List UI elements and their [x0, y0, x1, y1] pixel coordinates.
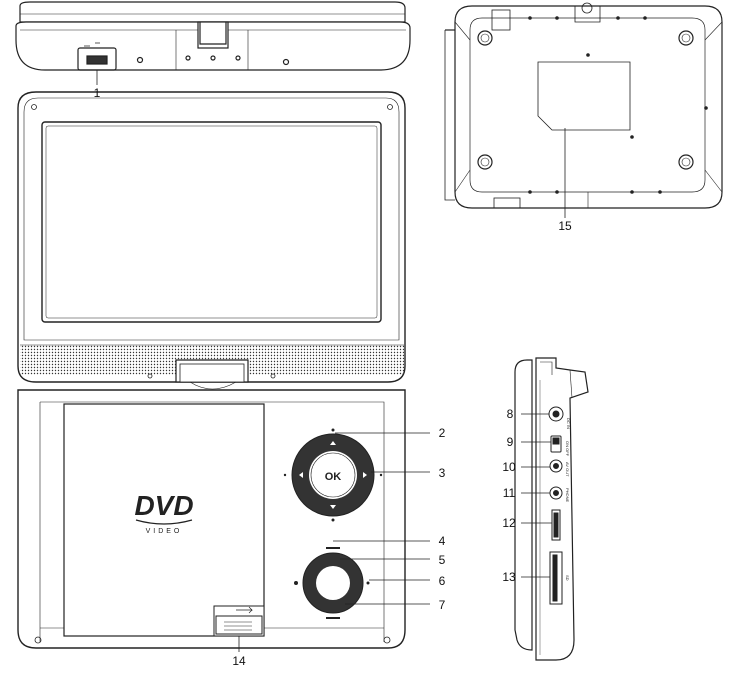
- callout-1: 1: [94, 86, 101, 100]
- back-view: [444, 2, 723, 209]
- skip-next-icon: [331, 518, 335, 522]
- svg-text:PHONE: PHONE: [565, 488, 570, 503]
- video-label: VIDEO: [146, 528, 183, 535]
- svg-text:AV OUT: AV OUT: [565, 462, 570, 477]
- disc-lid: [63, 403, 265, 637]
- callout-13: 13: [502, 570, 516, 584]
- callout-4: 4: [439, 534, 446, 548]
- callout-2: 2: [439, 426, 446, 440]
- back-screws: [528, 16, 708, 194]
- leader-lines: [333, 413, 552, 605]
- lid-open-latch[interactable]: [213, 605, 265, 637]
- skip-prev-icon: [331, 428, 335, 432]
- svg-text:DC IN: DC IN: [566, 418, 571, 429]
- play-pause-icon: [294, 581, 298, 585]
- svg-text:SD: SD: [565, 575, 570, 581]
- ok-button[interactable]: OK: [325, 471, 342, 483]
- up-arrow-icon[interactable]: [330, 441, 336, 445]
- callout-12: 12: [502, 516, 516, 530]
- callout-15: 15: [558, 219, 572, 233]
- side-port-labels: DC IN ON OFF AV OUT PHONE SD: [565, 418, 571, 581]
- dvd-logo: DVD: [134, 490, 193, 521]
- lcd-screen: [41, 121, 382, 323]
- callout-numbers: 1 2 3 4 5 6 7 8 9 10 11 12 13 14 15: [94, 86, 572, 668]
- av-out-jack[interactable]: [549, 459, 563, 473]
- svg-text:ON OFF: ON OFF: [565, 441, 570, 457]
- callout-11: 11: [503, 486, 516, 500]
- callout-14: 14: [232, 654, 246, 668]
- callout-5: 5: [439, 553, 446, 567]
- center-hinge: [147, 359, 276, 395]
- usb-slot[interactable]: [551, 509, 561, 541]
- callout-6: 6: [439, 574, 446, 588]
- down-arrow-icon[interactable]: [330, 505, 336, 509]
- callout-10: 10: [502, 460, 516, 474]
- side-view: [514, 357, 589, 661]
- callout-8: 8: [507, 407, 514, 421]
- left-arrow-icon[interactable]: [299, 472, 303, 478]
- right-arrow-icon[interactable]: [363, 472, 367, 478]
- callout-9: 9: [507, 435, 514, 449]
- card-reader-slot[interactable]: [549, 551, 563, 605]
- navigation-pad[interactable]: OK: [283, 428, 383, 522]
- play-control-ring[interactable]: [294, 547, 370, 619]
- top-edge-view: [15, 1, 411, 71]
- callout-7: 7: [439, 598, 446, 612]
- callout-3: 3: [439, 466, 446, 480]
- stop-icon: [366, 581, 370, 585]
- side-ports: [548, 406, 564, 605]
- power-switch[interactable]: [550, 435, 562, 453]
